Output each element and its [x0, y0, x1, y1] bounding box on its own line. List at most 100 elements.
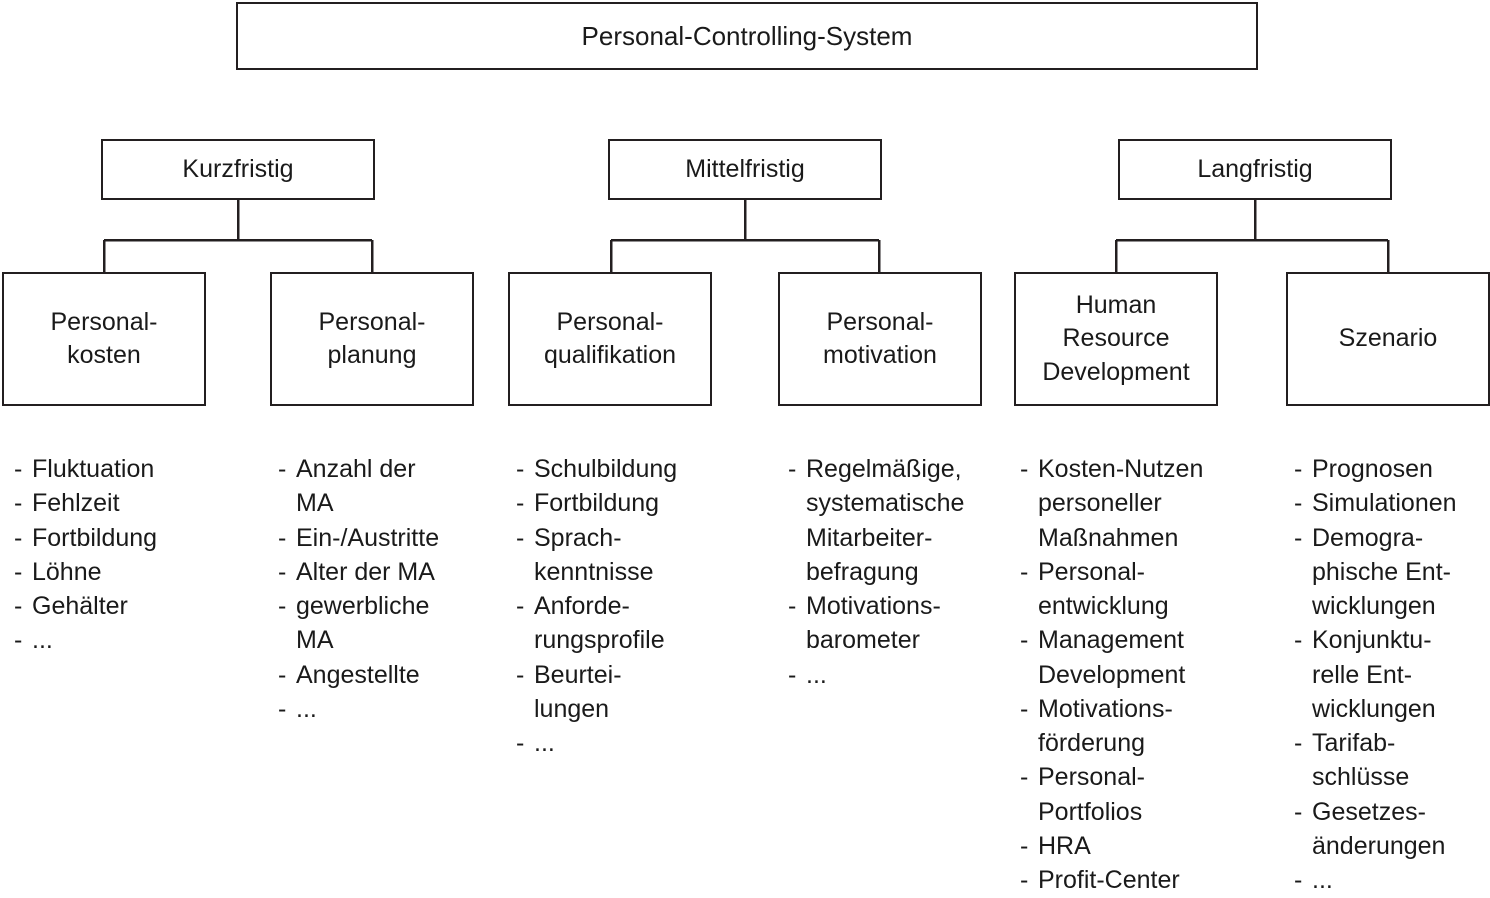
bullet-item-label: Fortbildung [534, 489, 660, 518]
bullet-item-label: Regelmäßige, systematische Mitarbeiter- … [806, 455, 965, 586]
bullet-item-label: Profit-Center [1038, 866, 1180, 894]
bullet-item-label: Fluktuation [32, 455, 155, 483]
bullet-list-personalqualifikation: -Schulbildung-Fortbildung-Sprach- kenntn… [516, 452, 766, 760]
bullet-marker: - [1020, 557, 1029, 586]
bullet-item: -HRA [1020, 829, 1270, 863]
bullet-item: -Motivations- förderung [1020, 692, 1270, 761]
bullet-item: -Regelmäßige, systematische Mitarbeiter-… [788, 452, 1018, 589]
bullet-item: -Demogra- phische Ent- wicklungen [1294, 521, 1490, 624]
bullet-item-label: Demogra- phische Ent- wicklungen [1312, 523, 1451, 621]
bullet-item-label: Tarifab- schlüsse [1312, 729, 1410, 792]
bullet-marker: - [1020, 626, 1029, 655]
bullet-item: -Löhne [14, 555, 264, 589]
bullet-marker: - [516, 729, 525, 757]
bullet-item-label: ... [32, 626, 53, 655]
bullet-item: -Personal- Portfolios [1020, 760, 1270, 829]
bullet-item: -Fortbildung [14, 521, 264, 555]
bullet-marker: - [516, 523, 525, 552]
bullet-item: -Gesetzes- änderungen [1294, 795, 1490, 864]
bullet-marker: - [14, 557, 23, 586]
bullet-item-label: Gesetzes- änderungen [1312, 797, 1446, 860]
bullet-item-label: ... [1312, 866, 1333, 894]
bullet-item: -Konjunktu- relle Ent- wicklungen [1294, 623, 1490, 726]
bullet-item-label: ... [806, 660, 827, 689]
bullet-marker: - [278, 557, 287, 586]
bullet-item-label: Motivations- förderung [1038, 694, 1173, 757]
bullet-item-label: Angestellte [296, 660, 420, 689]
bullet-item-label: ... [296, 694, 317, 723]
bullet-marker: - [1294, 523, 1303, 552]
bullet-item: -Fortbildung [516, 486, 766, 520]
bullet-item: -... [278, 692, 508, 726]
bullet-marker: - [14, 455, 23, 483]
bullet-item: -Motivations- barometer [788, 589, 1018, 658]
bullet-item-label: Ein-/Austritte [296, 523, 440, 552]
bullet-item: -Management Development [1020, 623, 1270, 692]
bullet-item: -Prognosen [1294, 452, 1490, 486]
bullet-item: -Gehälter [14, 589, 264, 623]
bullet-item-label: Motivations- barometer [806, 592, 941, 655]
node-szenario: Szenario [1286, 272, 1490, 406]
node-personalplanung: Personal- planung [270, 272, 474, 406]
bullet-item: -Fehlzeit [14, 486, 264, 520]
bullet-item: -... [516, 726, 766, 760]
bullet-item-label: Personal- Portfolios [1038, 763, 1145, 826]
bullet-item: -Schulbildung [516, 452, 766, 486]
bullet-marker: - [516, 455, 525, 483]
bullet-item: -Simulationen [1294, 486, 1490, 520]
bullet-marker: - [1294, 489, 1303, 518]
bullet-item-label: Simulationen [1312, 489, 1457, 518]
bullet-item-label: Gehälter [32, 592, 128, 620]
bullet-item: -Alter der MA [278, 555, 508, 589]
node-personalmotivation: Personal- motivation [778, 272, 982, 406]
bullet-marker: - [1294, 626, 1303, 655]
bullet-marker: - [278, 455, 287, 483]
bullet-marker: - [278, 523, 287, 552]
bullet-marker: - [516, 660, 525, 689]
bullet-item-label: Sprach- kenntnisse [534, 523, 654, 586]
bullet-item: -Anzahl der MA [278, 452, 508, 521]
bullet-item-label: gewerbliche MA [296, 592, 430, 655]
bullet-list-personalplanung: -Anzahl der MA-Ein-/Austritte-Alter der … [278, 452, 508, 726]
bullet-item: -... [788, 658, 1018, 692]
node-mittelfristig: Mittelfristig [608, 139, 882, 200]
bullet-marker: - [14, 626, 23, 655]
bullet-marker: - [1294, 455, 1303, 483]
bullet-list-szenario: -Prognosen-Simulationen-Demogra- phische… [1294, 452, 1490, 897]
node-personalkosten: Personal- kosten [2, 272, 206, 406]
node-personalqualifikation: Personal- qualifikation [508, 272, 712, 406]
bullet-item-label: Beurtei- lungen [534, 660, 622, 723]
bullet-marker: - [788, 455, 797, 483]
bullet-item-label: Konjunktu- relle Ent- wicklungen [1312, 626, 1436, 723]
bullet-marker: - [14, 592, 23, 620]
bullet-marker: - [1294, 729, 1303, 757]
node-human-resource-development: Human Resource Development [1014, 272, 1218, 406]
bullet-item: -gewerbliche MA [278, 589, 508, 658]
bullet-marker: - [278, 694, 287, 723]
bullet-marker: - [278, 660, 287, 689]
bullet-item-label: Personal- entwicklung [1038, 557, 1169, 620]
bullet-item: -Sprach- kenntnisse [516, 521, 766, 590]
bullet-item-label: Management Development [1038, 626, 1186, 689]
bullet-item-label: Alter der MA [296, 557, 435, 586]
bullet-item: -Angestellte [278, 658, 508, 692]
bullet-item: -Profit-Center [1020, 863, 1270, 897]
bullet-marker: - [1020, 763, 1029, 792]
bullet-item: -Beurtei- lungen [516, 658, 766, 727]
bullet-marker: - [1020, 694, 1029, 723]
node-kurzfristig: Kurzfristig [101, 139, 375, 200]
bullet-item-label: Anforde- rungsprofile [534, 592, 665, 655]
bullet-item-label: Prognosen [1312, 455, 1433, 483]
bullet-item-label: Kosten-Nutzen personeller Maßnahmen [1038, 455, 1204, 552]
bullet-item: -Anforde- rungsprofile [516, 589, 766, 658]
bullet-item-label: Schulbildung [534, 455, 678, 483]
bullet-marker: - [1294, 797, 1303, 826]
bullet-marker: - [788, 592, 797, 620]
bullet-list-personalmotivation: -Regelmäßige, systematische Mitarbeiter-… [788, 452, 1018, 692]
bullet-list-human-resource-development: -Kosten-Nutzen personeller Maßnahmen-Per… [1020, 452, 1270, 897]
bullet-item: -Tarifab- schlüsse [1294, 726, 1490, 795]
bullet-item: -Personal- entwicklung [1020, 555, 1270, 624]
node-langfristig: Langfristig [1118, 139, 1392, 200]
bullet-marker: - [516, 489, 525, 518]
node-root: Personal-Controlling-System [236, 2, 1258, 70]
